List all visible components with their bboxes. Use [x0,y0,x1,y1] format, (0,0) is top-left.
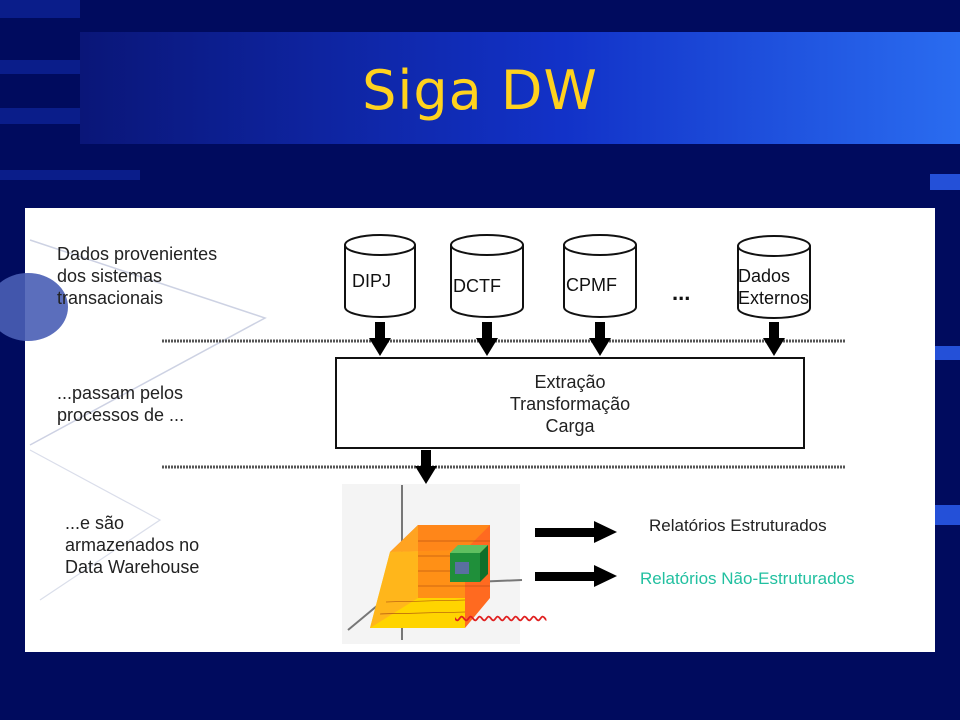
cube-inner-side [480,545,488,582]
background-stripe [0,60,80,74]
background-stripe [930,505,960,525]
sources-text: Dados provenientes dos sistemas transaci… [57,244,218,308]
arrow-down [415,450,437,484]
cube-inner-top [450,545,488,553]
structured-reports-label: Relatórios Estruturados [649,516,827,535]
slide-title: Siga DW [362,59,598,122]
process-step-extraction: Extração [534,372,606,392]
data-warehouse-cube [342,484,523,644]
ghost-circle [0,273,68,341]
database-cylinder-dctf [450,234,524,318]
title-bar [80,32,960,144]
background-stripe [0,108,80,124]
spellcheck-underline: Warehouse [455,597,546,619]
background-stripe [930,346,960,360]
database-label-cpmf: CPMF [566,275,617,295]
database-label-dipj: DIPJ [352,271,392,291]
background-stripe [0,170,140,180]
ghost-line [29,239,267,446]
background-stripe [0,0,80,18]
cube-left-face [370,525,418,628]
database-cylinder-dipj [344,234,416,318]
database-cylinder-dados-externos [737,235,811,319]
arrow-down [763,322,785,356]
arrow-down [476,322,498,356]
ellipsis-text: ... [672,280,691,305]
database-label-dctf: DCTF [453,276,501,296]
cube-grid-lines [379,540,490,615]
arrow-down [589,322,611,356]
database-cylinder-cpmf [563,234,637,318]
background-stripe [930,174,960,190]
process-step-transformation: Transformação [509,394,631,414]
arrow-down [369,322,391,356]
process-step-load: Carga [545,416,595,436]
etl-process-box: Extração Transformação Carga [335,357,805,449]
unstructured-reports-label: Relatórios Não-Estruturados [640,569,855,588]
ghost-line [29,449,162,601]
decorative-ghost-shapes [0,239,267,601]
processes-text: ...passam pelos processos de ... [57,383,185,425]
database-label-dados-externos: Dados Externos [738,266,810,308]
stored-text: ...e são armazenados no Data Warehouse [65,513,200,577]
arrow-right-structured [535,521,617,543]
cube-inner-icon [455,562,469,574]
arrow-right-unstructured [535,565,617,587]
